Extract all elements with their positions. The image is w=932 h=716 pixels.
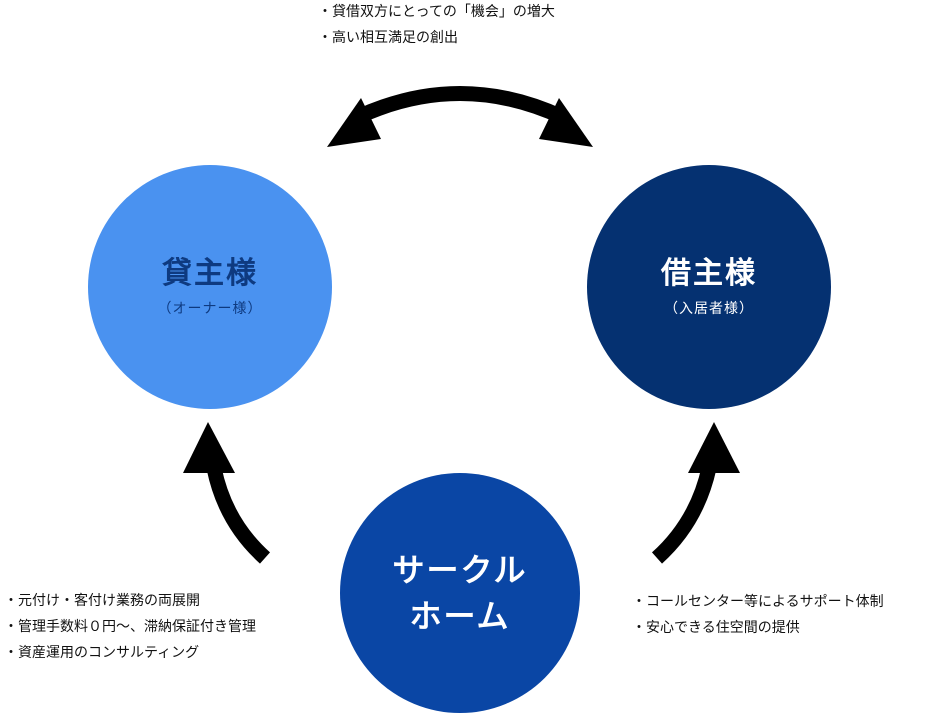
note-item: ・貸借双方にとっての「機会」の増大 xyxy=(318,4,555,20)
note-item: ・高い相互満足の創出 xyxy=(318,30,458,46)
right-notes: ・コールセンター等によるサポート体制 ・安心できる住空間の提供 xyxy=(632,589,884,641)
right-arrow-shaft xyxy=(651,466,717,564)
note-item: ・安心できる住空間の提供 xyxy=(632,620,800,636)
owner-subtitle: （オーナー様） xyxy=(157,301,263,317)
note-item: ・元付け・客付け業務の両展開 xyxy=(4,593,200,609)
note-item: ・管理手数料０円〜、滞納保証付き管理 xyxy=(4,619,256,635)
note-item: ・コールセンター等によるサポート体制 xyxy=(632,594,884,610)
top-arrow-shaft xyxy=(354,86,566,124)
left-notes: ・元付け・客付け業務の両展開 ・管理手数料０円〜、滞納保証付き管理 ・資産運用の… xyxy=(4,588,256,666)
tenant-subtitle: （入居者様） xyxy=(664,301,754,317)
right-arrow-head xyxy=(688,422,740,473)
left-arrow xyxy=(183,422,271,564)
tenant-node: 借主様 （入居者様） xyxy=(587,165,831,409)
top-notes: ・貸借双方にとっての「機会」の増大 ・高い相互満足の創出 xyxy=(318,0,555,51)
tenant-title: 借主様 xyxy=(661,256,757,291)
top-arrow-head-right xyxy=(539,98,593,147)
company-node: サークル ホーム xyxy=(340,473,580,713)
owner-node: 貸主様 （オーナー様） xyxy=(88,165,332,409)
left-arrow-head xyxy=(183,422,235,473)
company-title-line2: ホーム xyxy=(409,597,511,635)
note-item: ・資産運用のコンサルティング xyxy=(4,645,200,661)
owner-title: 貸主様 xyxy=(162,256,258,291)
left-arrow-shaft xyxy=(206,466,271,564)
top-arrow-head-left xyxy=(327,98,381,147)
top-double-arrow xyxy=(327,86,593,147)
right-arrow xyxy=(651,422,740,564)
company-title-line1: サークル xyxy=(392,550,528,589)
